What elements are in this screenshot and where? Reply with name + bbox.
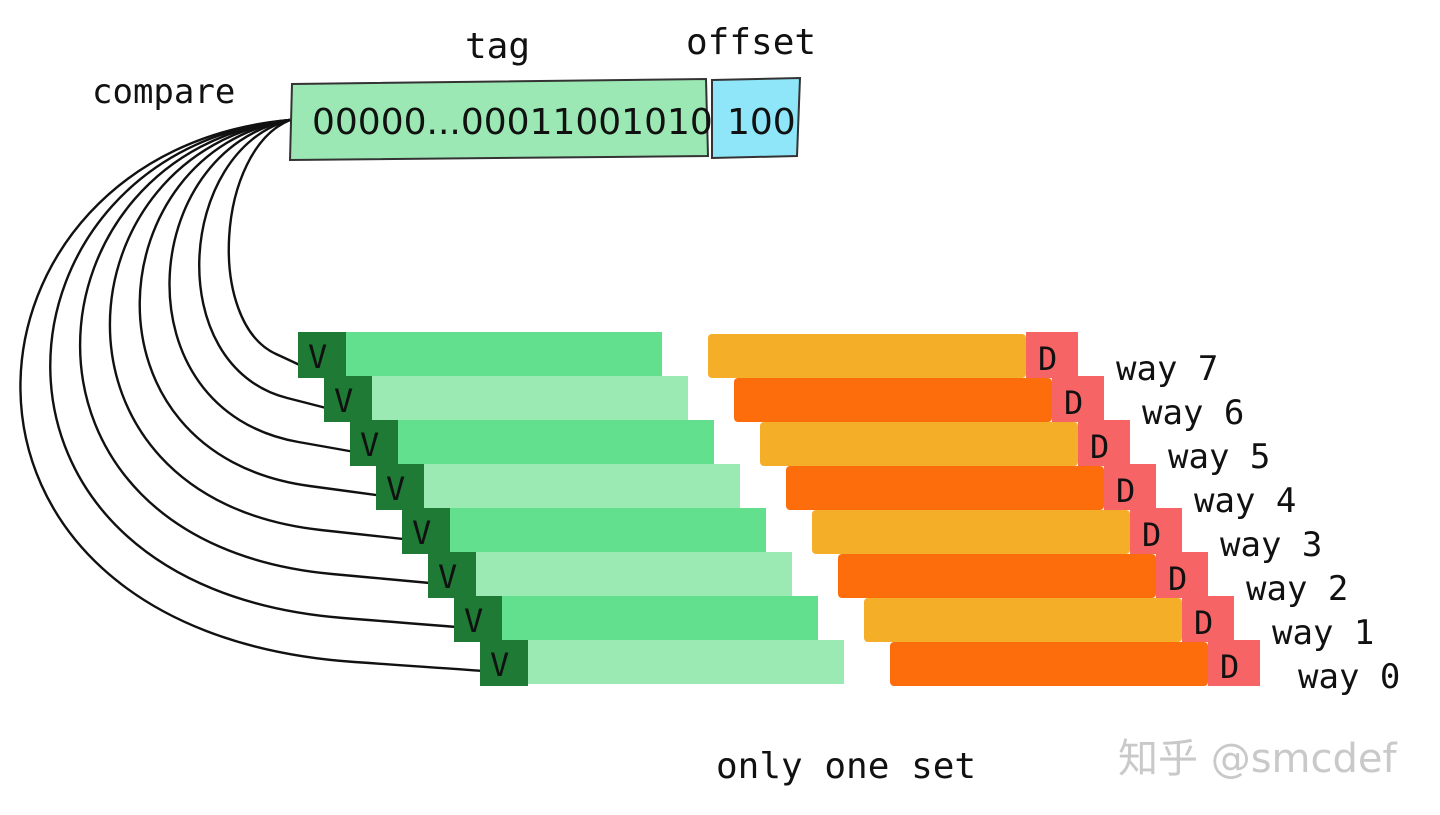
valid-label-way-4: V — [386, 470, 405, 508]
dirty-label-way-3: D — [1142, 516, 1161, 554]
valid-bit-way-7 — [298, 332, 346, 378]
dirty-label-way-6: D — [1064, 384, 1083, 422]
dirty-label-way-7: D — [1038, 340, 1057, 378]
tag-row-way-2 — [476, 552, 792, 596]
valid-bit-way-5 — [350, 420, 398, 466]
dirty-bit-way-2 — [1156, 552, 1208, 598]
offset-field — [711, 76, 802, 160]
valid-bit-way-0 — [480, 640, 528, 686]
way-label-way-3: way 3 — [1220, 525, 1322, 565]
tag-label: tag — [465, 26, 530, 67]
dirty-bit-way-1 — [1182, 596, 1234, 642]
way-label-way-7: way 7 — [1116, 349, 1218, 389]
dirty-bit-way-4 — [1104, 464, 1156, 510]
way-label-way-6: way 6 — [1142, 393, 1244, 433]
tag-row-way-1 — [502, 596, 818, 640]
valid-bit-way-1 — [454, 596, 502, 642]
dirty-bit-way-7 — [1026, 332, 1078, 378]
dirty-bit-way-3 — [1130, 508, 1182, 554]
dirty-bit-way-6 — [1052, 376, 1104, 422]
valid-label-way-6: V — [334, 382, 353, 420]
offset-label: offset — [686, 22, 816, 63]
data-row-way-3 — [812, 510, 1130, 554]
valid-bit-way-3 — [402, 508, 450, 554]
valid-bit-way-4 — [376, 464, 424, 510]
way-label-way-5: way 5 — [1168, 437, 1270, 477]
tag-row-way-3 — [450, 508, 766, 552]
valid-label-way-5: V — [360, 426, 379, 464]
address-register: 00000...00011001010 100 — [288, 76, 802, 162]
only-one-set-label: only one set — [716, 746, 976, 787]
way-label-way-2: way 2 — [1246, 569, 1348, 609]
dirty-label-way-4: D — [1116, 472, 1135, 510]
valid-label-way-3: V — [412, 514, 431, 552]
way-label-way-0: way 0 — [1298, 657, 1400, 697]
watermark: 知乎 @smcdef — [1118, 736, 1398, 782]
data-row-way-6 — [734, 378, 1052, 422]
data-row-way-2 — [838, 554, 1156, 598]
valid-bit-way-2 — [428, 552, 476, 598]
valid-label-way-7: V — [308, 338, 327, 376]
dirty-bit-way-5 — [1078, 420, 1130, 466]
valid-label-way-0: V — [490, 646, 509, 684]
offset-bits: 100 — [727, 102, 796, 143]
dirty-label-way-5: D — [1090, 428, 1109, 466]
data-row-way-5 — [760, 422, 1078, 466]
tag-row-way-7 — [346, 332, 662, 376]
data-row-way-1 — [864, 598, 1182, 642]
valid-bit-way-6 — [324, 376, 372, 422]
dirty-label-way-0: D — [1220, 648, 1239, 686]
tag-row-way-0 — [528, 640, 844, 684]
valid-label-way-2: V — [438, 558, 457, 596]
data-row-way-7 — [708, 334, 1026, 378]
valid-label-way-1: V — [464, 602, 483, 640]
tag-field — [288, 77, 710, 162]
tag-bits: 00000...00011001010 — [312, 102, 713, 143]
dirty-label-way-1: D — [1194, 604, 1213, 642]
data-row-way-0 — [890, 642, 1208, 686]
tag-row-way-4 — [424, 464, 740, 508]
data-row-way-4 — [786, 466, 1104, 510]
tag-row-way-5 — [398, 420, 714, 464]
way-label-way-1: way 1 — [1272, 613, 1374, 653]
compare-label: compare — [92, 72, 235, 112]
dirty-bit-way-0 — [1208, 640, 1260, 686]
tag-row-way-6 — [372, 376, 688, 420]
dirty-label-way-2: D — [1168, 560, 1187, 598]
way-label-way-4: way 4 — [1194, 481, 1296, 521]
